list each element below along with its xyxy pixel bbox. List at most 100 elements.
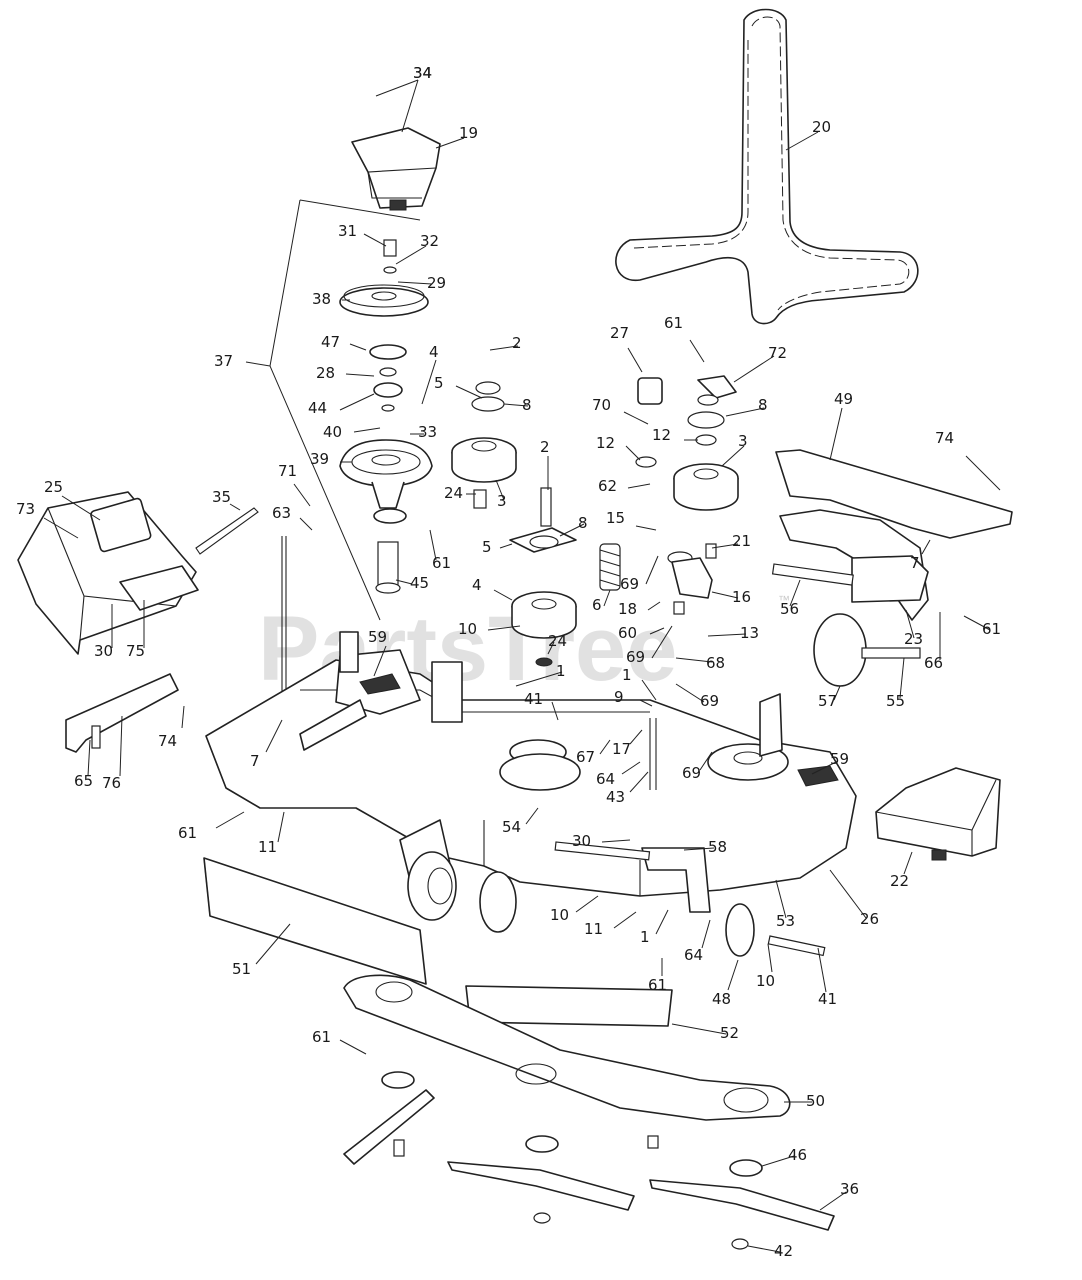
leader-line	[965, 455, 1001, 491]
callout-63: 63	[272, 504, 291, 522]
leader-line	[61, 495, 101, 521]
leader-line	[819, 1191, 847, 1211]
callout-69: 69	[682, 764, 701, 782]
left-deflector	[17, 491, 199, 753]
callout-10: 10	[550, 906, 569, 924]
callout-61: 61	[432, 554, 451, 572]
leader-line	[811, 761, 837, 775]
leader-line	[639, 699, 653, 707]
leader-line	[899, 657, 905, 699]
callout-74: 74	[158, 732, 177, 750]
leader-line	[495, 479, 505, 501]
callout-22: 22	[890, 872, 909, 890]
leader-line	[499, 543, 513, 549]
leader-line	[421, 359, 437, 405]
leader-line	[395, 579, 413, 585]
callout-44: 44	[308, 399, 327, 417]
leader-line	[339, 1039, 367, 1055]
leader-line	[245, 361, 271, 367]
leader-line	[775, 879, 787, 919]
leader-line	[277, 811, 285, 843]
callout-61: 61	[648, 976, 667, 994]
callout-62: 62	[598, 477, 617, 495]
leader-line	[905, 609, 915, 639]
callout-30: 30	[94, 642, 113, 660]
callout-30: 30	[572, 832, 591, 850]
callout-6: 6	[592, 596, 602, 614]
callout-26: 26	[860, 910, 879, 928]
callout-76: 76	[102, 774, 121, 792]
callout-11: 11	[258, 838, 277, 856]
callout-71: 71	[278, 462, 297, 480]
lower-plates	[203, 857, 791, 1121]
callout-8: 8	[522, 396, 532, 414]
callout-43: 43	[606, 788, 625, 806]
leader-line	[701, 919, 711, 949]
callout-2: 2	[540, 438, 550, 456]
leader-line	[559, 523, 585, 537]
leader-line	[395, 245, 427, 265]
callout-47: 47	[321, 333, 340, 351]
callout-56: 56	[780, 600, 799, 618]
blades	[343, 1071, 835, 1250]
leader-line	[265, 719, 283, 753]
leader-line	[551, 701, 559, 721]
leader-line	[833, 685, 841, 701]
leader-line	[699, 751, 713, 771]
leader-line	[255, 923, 291, 965]
callout-4: 4	[429, 343, 439, 361]
leader-line	[725, 407, 765, 417]
belt-cover	[351, 127, 441, 211]
leader-line	[603, 589, 611, 607]
leader-line	[733, 355, 775, 383]
leader-line	[963, 615, 991, 631]
mower-deck	[205, 631, 857, 957]
callout-4: 4	[472, 576, 482, 594]
watermark-trademark: ™	[778, 593, 790, 607]
callout-8: 8	[758, 396, 768, 414]
leader-line	[339, 393, 375, 411]
callout-7: 7	[250, 752, 260, 770]
callout-15: 15	[606, 509, 625, 527]
leader-line	[683, 847, 715, 851]
callout-61: 61	[178, 824, 197, 842]
leader-line	[629, 771, 649, 793]
callout-46: 46	[788, 1146, 807, 1164]
callout-73: 73	[16, 500, 35, 518]
leader-line	[721, 445, 745, 467]
callout-11: 11	[584, 920, 603, 938]
callout-61: 61	[982, 620, 1001, 638]
callout-45: 45	[410, 574, 429, 592]
callout-70: 70	[592, 396, 611, 414]
leader-line	[711, 543, 739, 549]
leader-line	[493, 589, 513, 601]
callout-37: 37	[214, 352, 233, 370]
callout-66: 66	[924, 654, 943, 672]
leader-line	[829, 869, 867, 919]
callout-5: 5	[434, 374, 444, 392]
callout-27: 27	[610, 324, 629, 342]
leader-line	[601, 839, 631, 843]
callout-8: 8	[578, 514, 588, 532]
leader-line	[785, 131, 819, 151]
leader-line	[627, 483, 651, 489]
callout-53: 53	[776, 912, 795, 930]
leader-line	[487, 625, 521, 631]
callout-17: 17	[612, 740, 631, 758]
callout-7: 7	[910, 554, 920, 572]
callout-10: 10	[458, 620, 477, 638]
leader-line	[293, 483, 311, 507]
callout-24: 24	[548, 632, 567, 650]
leader-line	[789, 579, 801, 607]
leader-line	[503, 403, 529, 407]
callout-52: 52	[720, 1024, 739, 1042]
leader-line	[711, 591, 739, 599]
leader-line	[435, 137, 465, 149]
callout-67: 67	[576, 748, 595, 766]
leader-line	[547, 641, 555, 655]
callout-55: 55	[886, 692, 905, 710]
leader-line	[373, 645, 387, 677]
callout-42: 42	[774, 1242, 793, 1260]
